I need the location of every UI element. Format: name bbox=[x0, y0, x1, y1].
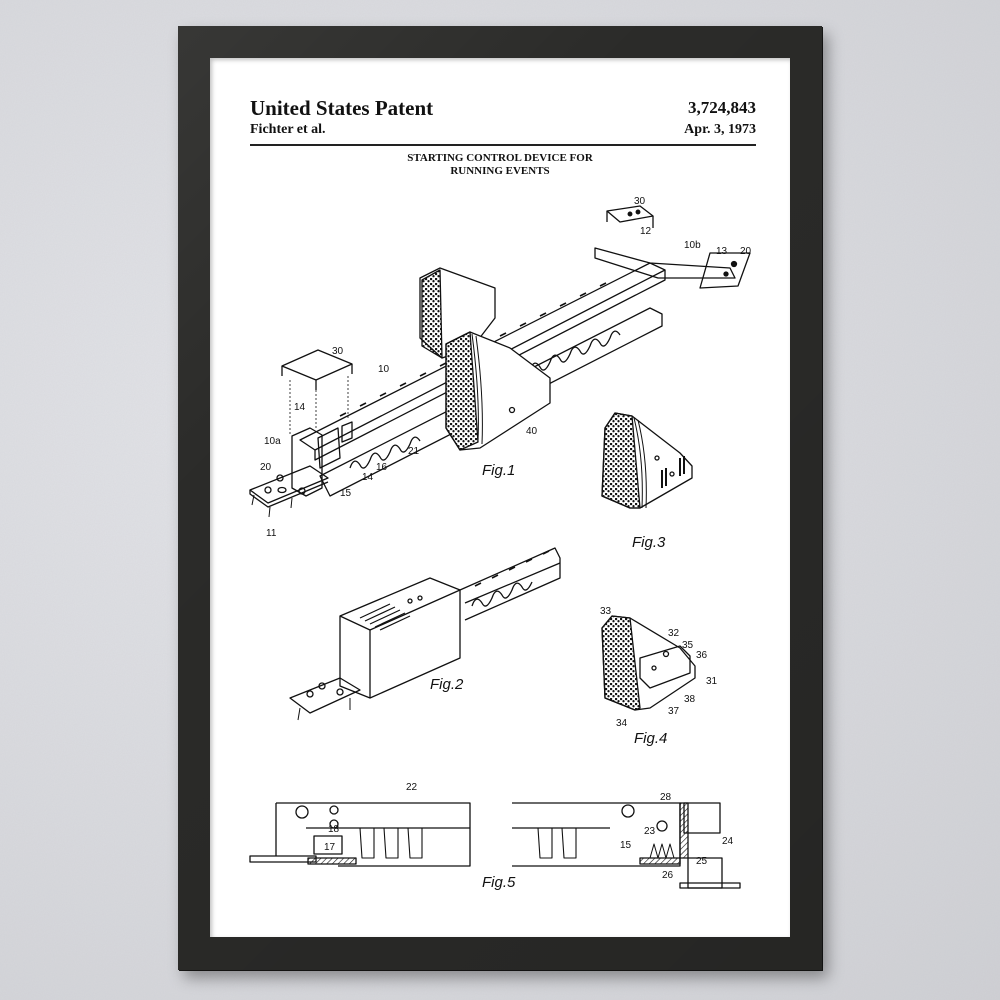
svg-text:34: 34 bbox=[616, 718, 628, 729]
figure-4-drawing bbox=[601, 615, 696, 711]
svg-text:36: 36 bbox=[696, 650, 708, 661]
svg-text:23: 23 bbox=[644, 826, 656, 837]
svg-text:10: 10 bbox=[378, 364, 390, 375]
svg-text:35: 35 bbox=[682, 640, 694, 651]
svg-text:37: 37 bbox=[668, 706, 680, 717]
figure-3-drawing bbox=[601, 412, 693, 509]
svg-text:24: 24 bbox=[722, 836, 734, 847]
figure-1-reference-numerals: 30 10 14 10a 20 11 15 14 16 21 40 30 12 … bbox=[260, 196, 752, 539]
svg-text:30: 30 bbox=[634, 196, 646, 207]
picture-frame: United States Patent 3,724,843 Fichter e… bbox=[178, 26, 822, 970]
inventors: Fichter et al. bbox=[250, 122, 326, 137]
svg-text:26: 26 bbox=[662, 870, 674, 881]
patent-date: Apr. 3, 1973 bbox=[684, 122, 756, 137]
svg-text:22: 22 bbox=[406, 782, 418, 793]
svg-text:20: 20 bbox=[260, 462, 272, 473]
svg-text:25: 25 bbox=[696, 856, 708, 867]
figure-2-drawing bbox=[289, 547, 561, 721]
svg-text:10b: 10b bbox=[684, 240, 701, 251]
patent-heading: United States Patent bbox=[250, 96, 434, 120]
figure-4-label: Fig.4 bbox=[634, 730, 668, 747]
invention-title-line1: STARTING CONTROL DEVICE FOR bbox=[407, 152, 593, 164]
header-divider bbox=[250, 144, 756, 146]
figure-1-drawing bbox=[249, 205, 751, 518]
svg-text:14: 14 bbox=[362, 472, 374, 483]
patent-number: 3,724,843 bbox=[688, 98, 756, 117]
svg-text:38: 38 bbox=[684, 694, 696, 705]
svg-text:32: 32 bbox=[668, 628, 680, 639]
svg-text:16: 16 bbox=[376, 462, 388, 473]
figure-5-reference-numerals: 22 18 17 28 23 24 15 25 26 bbox=[324, 782, 734, 881]
svg-text:11: 11 bbox=[266, 528, 277, 539]
figure-5-label: Fig.5 bbox=[482, 874, 516, 891]
svg-text:30: 30 bbox=[332, 346, 344, 357]
svg-text:12: 12 bbox=[640, 226, 652, 237]
patent-drawings: 30 10 14 10a 20 11 15 14 16 21 40 30 12 … bbox=[249, 196, 752, 889]
svg-text:21: 21 bbox=[408, 446, 420, 457]
svg-text:17: 17 bbox=[324, 842, 336, 853]
figure-2-label: Fig.2 bbox=[430, 676, 464, 693]
svg-text:14: 14 bbox=[294, 402, 306, 413]
invention-title: STARTING CONTROL DEVICE FOR RUNNING EVEN… bbox=[210, 152, 790, 178]
svg-text:33: 33 bbox=[600, 606, 612, 617]
patent-print: United States Patent 3,724,843 Fichter e… bbox=[210, 58, 790, 937]
svg-text:28: 28 bbox=[660, 792, 672, 803]
svg-text:31: 31 bbox=[706, 676, 718, 687]
figure-3-label: Fig.3 bbox=[632, 534, 666, 551]
svg-text:13: 13 bbox=[716, 246, 728, 257]
figure-5-drawing bbox=[249, 802, 741, 889]
svg-text:40: 40 bbox=[526, 426, 538, 437]
svg-text:10a: 10a bbox=[264, 436, 281, 447]
svg-text:15: 15 bbox=[620, 840, 632, 851]
figure-4-reference-numerals: 33 32 35 36 31 38 37 34 bbox=[600, 606, 718, 729]
invention-title-line2: RUNNING EVENTS bbox=[450, 165, 550, 177]
svg-text:20: 20 bbox=[740, 246, 752, 257]
svg-text:18: 18 bbox=[328, 824, 340, 835]
svg-text:15: 15 bbox=[340, 488, 352, 499]
figure-1-label: Fig.1 bbox=[482, 462, 516, 479]
